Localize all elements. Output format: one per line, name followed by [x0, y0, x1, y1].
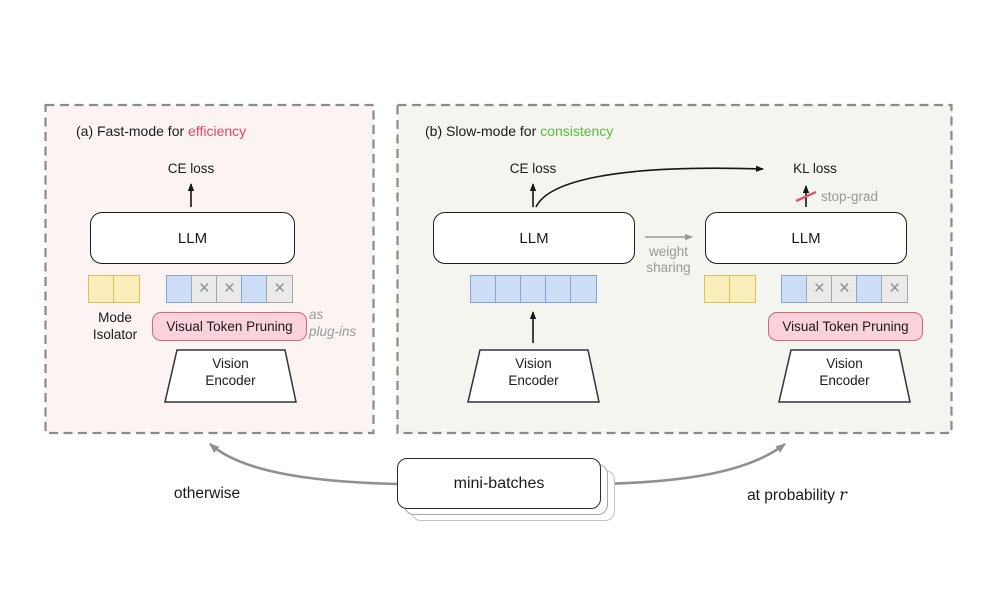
token-yellow [704, 275, 731, 303]
panel-b-title: (b) Slow-mode for consistency [425, 123, 613, 139]
probability-label-text: at probability [747, 487, 840, 504]
vision-encoder-a-line2: Encoder [205, 372, 256, 388]
token-blue [520, 275, 547, 303]
token-blue [781, 275, 808, 303]
plug-ins-note-line1: as [309, 307, 324, 322]
token-blue [241, 275, 268, 303]
weight-sharing-line1: weight [648, 244, 689, 259]
panel-a-title-text: (a) Fast-mode for [76, 123, 189, 139]
panel-a-title-highlight: efficiency [188, 123, 247, 139]
panel-b-title-highlight: consistency [540, 123, 614, 139]
probability-variable-r: r [839, 485, 847, 504]
visual-token-pruning-label-a: Visual Token Pruning [166, 319, 293, 334]
visual-token-pruning-box-a: Visual Token Pruning [152, 312, 307, 341]
vision-encoder-b-right-line2: Encoder [819, 372, 870, 388]
visual-token-row-b-pruned: ××× [781, 275, 908, 303]
llm-label-b-right: LLM [791, 229, 821, 247]
token-pruned: × [806, 275, 833, 303]
llm-label-a: LLM [177, 229, 208, 247]
minibatch-label: mini-batches [453, 474, 545, 492]
llm-label-b-left: LLM [519, 229, 549, 247]
token-yellow [113, 275, 140, 303]
vision-encoder-b-right-line1: Vision [826, 356, 863, 371]
plug-ins-note-line2: plug-ins [309, 323, 357, 339]
mode-isolator-line2: Isolator [92, 326, 138, 342]
panel-a-title: (a) Fast-mode for efficiency [76, 123, 246, 139]
token-pruned: × [266, 275, 293, 303]
visual-token-row-a: ××× [166, 275, 293, 303]
stop-grad-label: stop-grad [821, 189, 879, 204]
token-pruned: × [191, 275, 218, 303]
otherwise-label: otherwise [173, 485, 241, 502]
probability-label: at probability r [722, 485, 872, 505]
token-pruned: × [216, 275, 243, 303]
token-yellow [729, 275, 756, 303]
llm-box-a: LLM [90, 212, 295, 264]
text-token-row-a [88, 275, 140, 303]
token-blue [545, 275, 572, 303]
visual-token-pruning-box-b: Visual Token Pruning [768, 312, 923, 341]
token-pruned: × [881, 275, 908, 303]
llm-box-b-left: LLM [433, 212, 635, 264]
otherwise-routing-arrow [209, 443, 398, 486]
mode-isolator-line1: Mode [98, 310, 132, 325]
token-blue [166, 275, 193, 303]
token-pruned: × [831, 275, 858, 303]
probability-routing-arrow [599, 442, 786, 486]
visual-token-pruning-label-b: Visual Token Pruning [782, 319, 909, 334]
vision-encoder-b-left-line2: Encoder [508, 372, 559, 388]
token-blue [495, 275, 522, 303]
ce-loss-label-a: CE loss [167, 161, 215, 176]
vision-encoder-b-left-line1: Vision [515, 356, 552, 371]
visual-token-row-b-full [470, 275, 597, 303]
token-blue [856, 275, 883, 303]
token-yellow [88, 275, 115, 303]
text-token-row-b [704, 275, 756, 303]
minibatch-box: mini-batches [397, 458, 601, 509]
panel-b-title-text: (b) Slow-mode for [425, 123, 541, 139]
token-blue [570, 275, 597, 303]
weight-sharing-line2: sharing [646, 260, 691, 275]
token-blue [470, 275, 497, 303]
vision-encoder-a-line1: Vision [212, 356, 249, 371]
ce-loss-label-b: CE loss [509, 161, 557, 176]
llm-box-b-right: LLM [705, 212, 907, 264]
kl-loss-label: KL loss [793, 161, 837, 176]
